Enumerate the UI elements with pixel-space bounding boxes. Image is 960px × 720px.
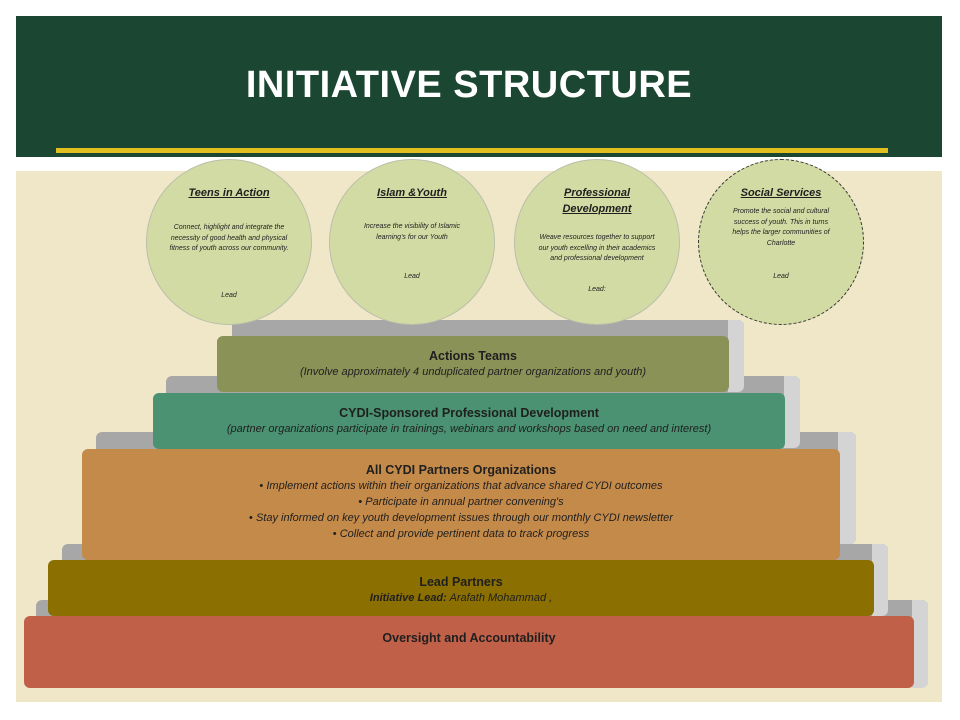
circle-lead: Lead	[773, 273, 789, 280]
partners-bullet: Collect and provide pertinent data to tr…	[82, 526, 840, 542]
partners-tier-side	[838, 432, 856, 544]
page-title: INITIATIVE STRUCTURE	[245, 64, 693, 106]
circle-description: Weave resources together to support our …	[538, 234, 656, 262]
prof-dev-title: CYDI-Sponsored Professional Development	[339, 406, 599, 420]
partners-bullet: Stay informed on key youth development i…	[82, 510, 840, 526]
oversight-tier: Oversight and Accountability	[24, 616, 914, 688]
actions-tier-side	[728, 320, 744, 392]
lead-partners-line: Initiative Lead: Arafath Mohammad ,	[48, 590, 874, 606]
islam-youth-circle: Islam &Youth Increase the visibility of …	[329, 159, 495, 325]
actions-tier: Actions Teams (Involve approximately 4 u…	[217, 336, 729, 392]
accent-divider	[56, 148, 888, 153]
circle-title: Teens in Action	[188, 187, 270, 199]
lead-partners-tier-side	[872, 544, 888, 616]
circle-title: Social Services	[740, 187, 822, 199]
actions-title: Actions Teams	[429, 349, 517, 363]
partners-title: All CYDI Partners Organizations	[365, 463, 557, 477]
prof-dev-tier-side	[784, 376, 800, 448]
oversight-tier-side	[912, 600, 928, 688]
prof-dev-tier: CYDI-Sponsored Professional Development …	[153, 393, 785, 449]
initiative-lead-name: Arafath Mohammad ,	[446, 592, 553, 604]
partners-bullet: Participate in annual partner convening'…	[82, 494, 840, 510]
header-banner: INITIATIVE STRUCTURE	[16, 16, 942, 157]
circle-title: Islam &Youth	[377, 187, 447, 199]
actions-subtitle: (Involve approximately 4 unduplicated pa…	[299, 366, 647, 378]
circle-lead: Lead	[404, 273, 420, 280]
professional-development-circle: Professional Development Weave resources…	[514, 159, 680, 325]
prof-dev-subtitle: (partner organizations participate in tr…	[226, 423, 712, 435]
social-services-circle: Social Services Promote the social and c…	[698, 159, 864, 325]
lead-partners-title: Lead Partners	[419, 575, 503, 589]
circle-lead: Lead:	[588, 286, 606, 293]
teens-in-action-circle: Teens in Action Connect, highlight and i…	[146, 159, 312, 325]
partners-tier: All CYDI Partners Organizations Implemen…	[82, 449, 840, 560]
lead-partners-tier: Lead Partners Initiative Lead: Arafath M…	[48, 560, 874, 616]
circle-description: Connect, highlight and integrate the nec…	[169, 224, 289, 252]
circle-lead: Lead	[221, 292, 237, 299]
circle-title: Professional Development	[562, 187, 632, 215]
partners-bullet: Implement actions within their organizat…	[82, 478, 840, 494]
circle-description: Increase the visibility of Islamic learn…	[363, 223, 461, 241]
oversight-title: Oversight and Accountability	[382, 631, 556, 645]
circle-description: Promote the social and cultural success …	[732, 208, 830, 247]
initiative-lead-label: Initiative Lead:	[369, 592, 447, 604]
